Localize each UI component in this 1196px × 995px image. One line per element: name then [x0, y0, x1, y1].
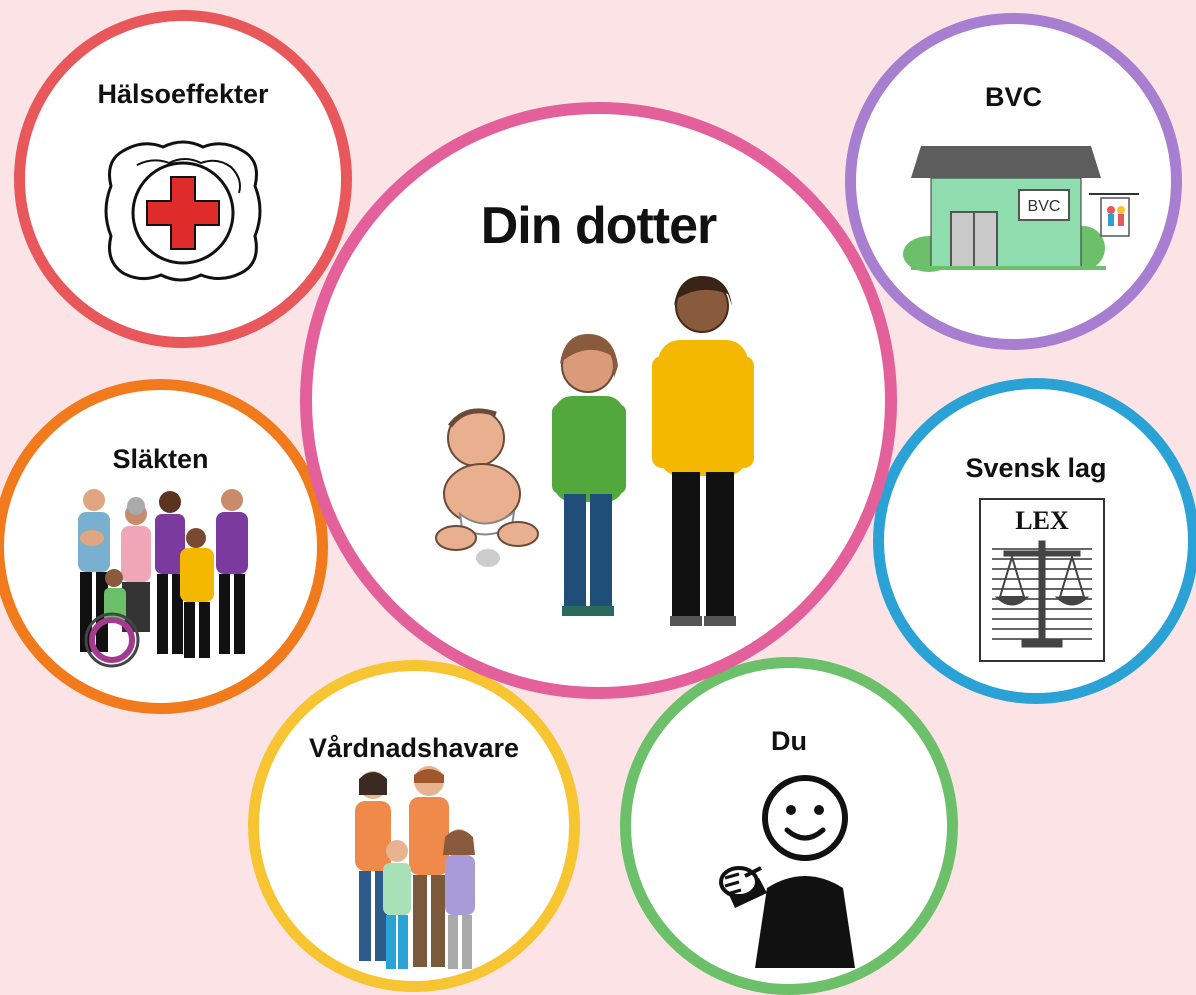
node-label: Vårdnadshavare [308, 733, 520, 763]
node-vardnadshavare: Vårdnadshavare [248, 660, 580, 992]
girls-ages-icon [435, 276, 754, 626]
node-label: Släkten [112, 444, 209, 474]
center-node-din-dotter: Din dotter [300, 102, 897, 699]
node-halsoeffekter: Hälsoeffekter [14, 10, 352, 348]
node-du: Du [620, 657, 958, 995]
node-svensk-lag: Svensk lag LEX [873, 378, 1196, 704]
parents-children-icon [355, 766, 475, 969]
node-label: BVC [984, 82, 1042, 112]
node-bvc: BVC BVC [845, 13, 1182, 350]
extended-family-icon [78, 489, 248, 668]
lex-text: LEX [1015, 506, 1069, 535]
clinic-building-icon: BVC [903, 146, 1139, 272]
teen-figure [652, 276, 754, 626]
node-slakten: Släkten [0, 379, 328, 714]
node-label: Hälsoeffekter [97, 79, 269, 109]
law-document-icon: LEX [979, 498, 1105, 662]
baby-figure [435, 408, 539, 567]
red-cross-icon [104, 140, 262, 282]
node-label: Du [771, 726, 807, 756]
bvc-sign-text: BVC [1028, 198, 1061, 215]
node-label: Svensk lag [965, 453, 1107, 483]
center-title: Din dotter [480, 197, 718, 255]
child-figure [552, 334, 626, 616]
pointing-person-icon [719, 775, 855, 968]
